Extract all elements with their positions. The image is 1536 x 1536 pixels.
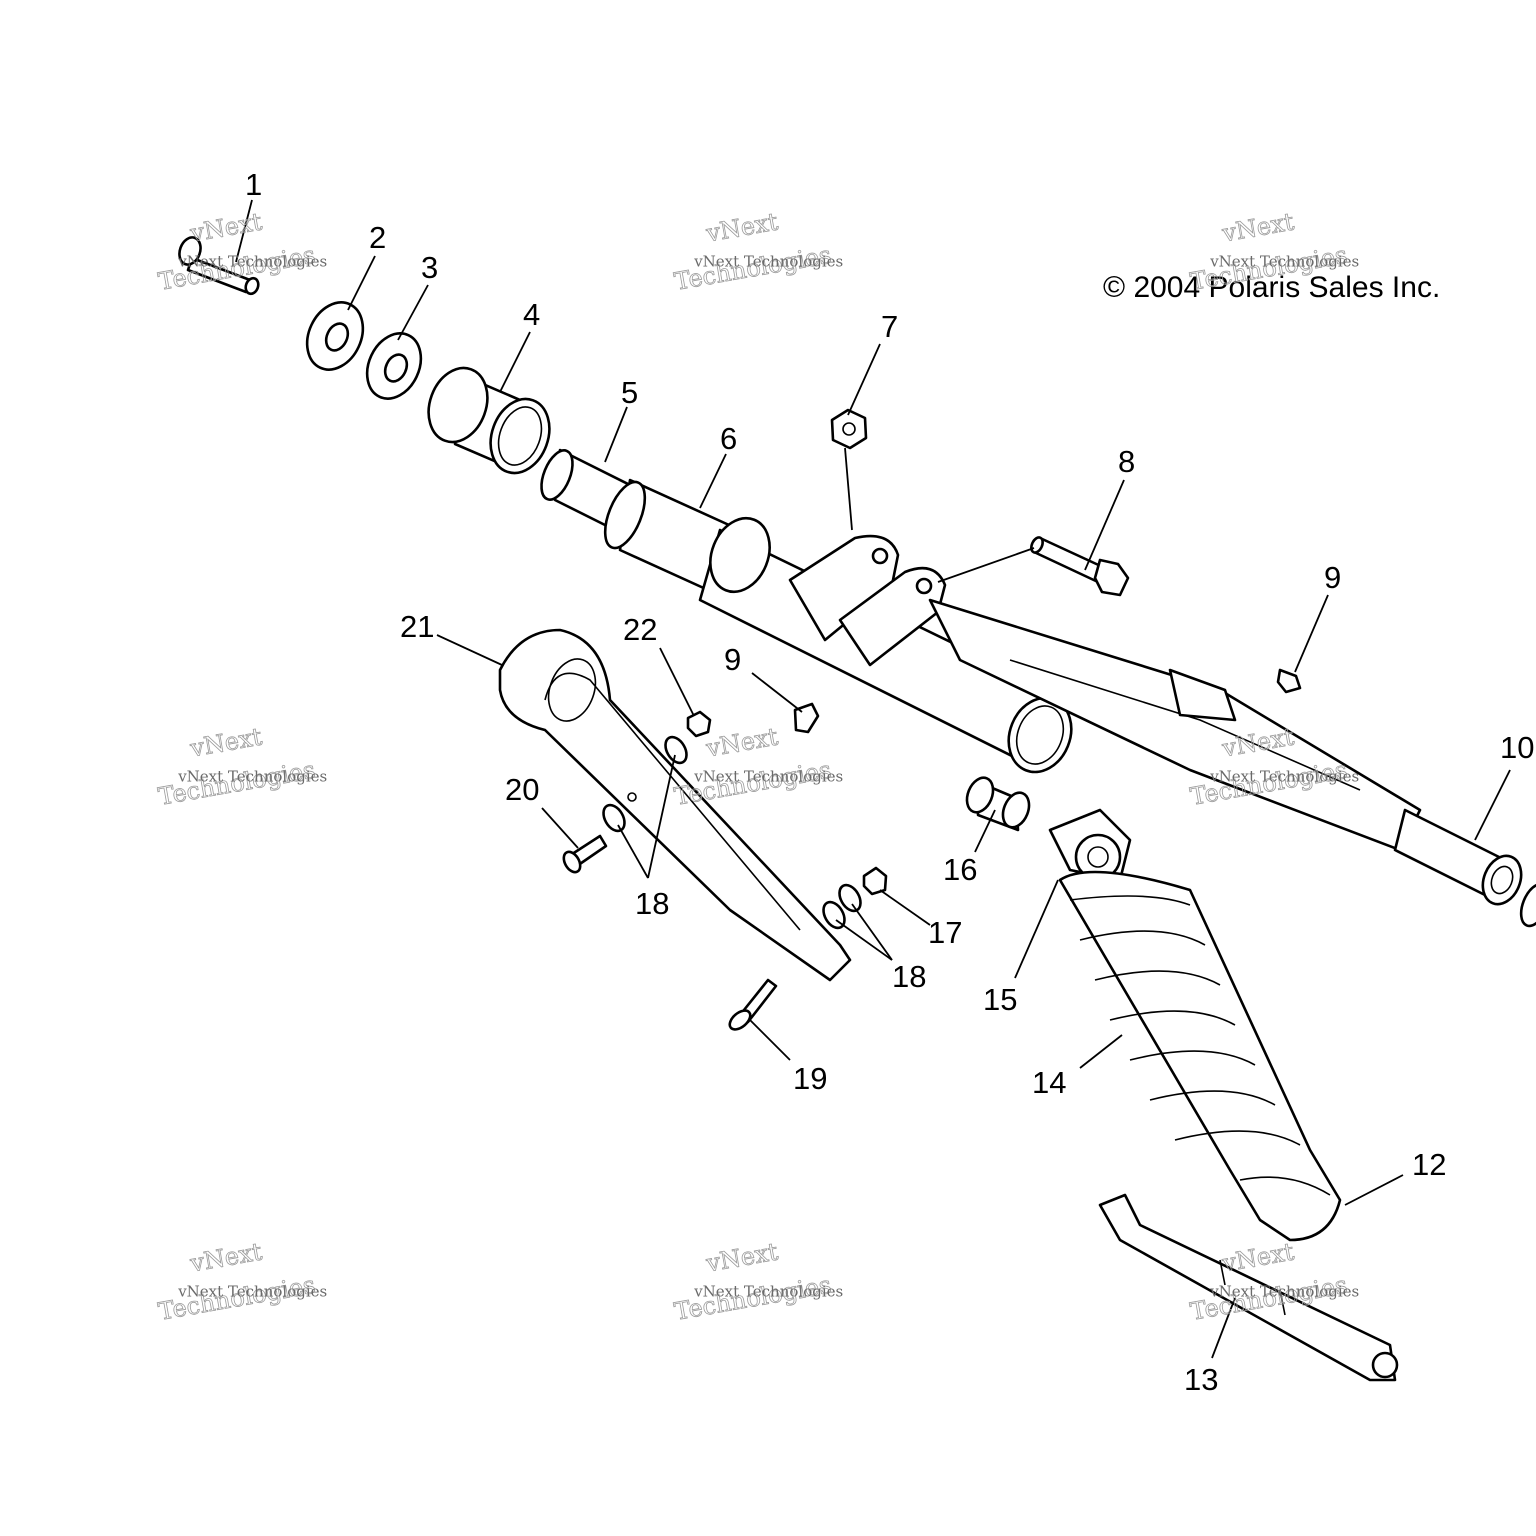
callout-1: 1 xyxy=(245,167,262,202)
callout-9-right: 9 xyxy=(1324,560,1341,595)
part-19-bolt xyxy=(728,978,778,1031)
callout-20: 20 xyxy=(505,772,539,807)
leader-lines xyxy=(235,199,1511,1359)
watermark-line-middle: vNext Technologies xyxy=(1209,252,1359,270)
callout-12: 12 xyxy=(1412,1147,1446,1182)
watermark-line-top: vNext xyxy=(187,207,264,247)
watermark-line-middle: vNext Technologies xyxy=(693,252,843,270)
part-7-nut xyxy=(830,408,868,450)
callout-8: 8 xyxy=(1118,444,1135,479)
callout-4: 4 xyxy=(523,297,540,332)
watermark-line-middle: vNext Technologies xyxy=(177,1282,327,1300)
part-16-bushing xyxy=(965,776,1031,832)
part-3-washer xyxy=(365,332,423,400)
watermark-line-middle: vNext Technologies xyxy=(177,767,327,785)
watermark-line-middle: vNext Technologies xyxy=(1209,1282,1359,1300)
callout-18-left: 18 xyxy=(635,886,669,921)
callout-21: 21 xyxy=(400,609,434,644)
part-1-bolt xyxy=(178,236,260,296)
callout-17: 17 xyxy=(928,915,962,950)
watermark-line-top: vNext xyxy=(703,722,780,762)
part-13-shaft xyxy=(1098,1193,1399,1382)
copyright-notice: © 2004 Polaris Sales Inc. xyxy=(1103,271,1440,304)
callout-10: 10 xyxy=(1500,730,1534,765)
callout-5: 5 xyxy=(621,375,638,410)
watermark-line-top: vNext xyxy=(703,1237,780,1277)
part-20-bolt xyxy=(562,834,608,874)
part-17-nut xyxy=(862,866,888,896)
part-9-fitting-right xyxy=(1276,668,1302,694)
watermark-bottom-left: Technologies vNext vNext Technologies xyxy=(156,1237,327,1326)
watermark-line-top: vNext xyxy=(187,722,264,762)
part-21-arm xyxy=(498,628,852,982)
part-swing-arm xyxy=(698,516,1536,928)
watermark-line-middle: vNext Technologies xyxy=(693,1282,843,1300)
callout-18-right: 18 xyxy=(892,959,926,994)
watermark-line-middle: vNext Technologies xyxy=(1209,767,1359,785)
callout-6: 6 xyxy=(720,421,737,456)
part-2-washer xyxy=(305,301,365,371)
callout-labels: 1 2 3 4 5 6 7 8 9 9 10 12 13 14 15 16 17… xyxy=(245,167,1534,1397)
watermark-line-top: vNext xyxy=(703,207,780,247)
callout-14: 14 xyxy=(1032,1065,1066,1100)
callout-16: 16 xyxy=(943,852,977,887)
callout-15: 15 xyxy=(983,982,1017,1017)
part-22-nut xyxy=(686,710,712,738)
watermark-middle-left: Technologies vNext vNext Technologies xyxy=(156,722,327,811)
part-18-washers-left xyxy=(602,735,688,833)
callout-3: 3 xyxy=(421,250,438,285)
watermark-line-middle: vNext Technologies xyxy=(177,252,327,270)
watermark-line-top: vNext xyxy=(187,1237,264,1277)
callout-7: 7 xyxy=(881,309,898,344)
watermark-top-middle: Technologies vNext vNext Technologies xyxy=(672,207,843,296)
callout-13: 13 xyxy=(1184,1362,1218,1397)
part-18-washers-right xyxy=(822,883,862,930)
part-14-shock xyxy=(1048,808,1342,1242)
watermark-bottom-middle: Technologies vNext vNext Technologies xyxy=(672,1237,843,1326)
watermark-line-top: vNext xyxy=(1219,207,1296,247)
callout-2: 2 xyxy=(369,220,386,255)
callout-22: 22 xyxy=(623,612,657,647)
watermark-line-middle: vNext Technologies xyxy=(693,767,843,785)
part-8-bolt xyxy=(1030,536,1130,597)
callout-9-left: 9 xyxy=(724,642,741,677)
watermark-line-top: vNext xyxy=(1219,1237,1296,1277)
callout-19: 19 xyxy=(793,1061,827,1096)
part-4-bushing xyxy=(427,366,551,475)
